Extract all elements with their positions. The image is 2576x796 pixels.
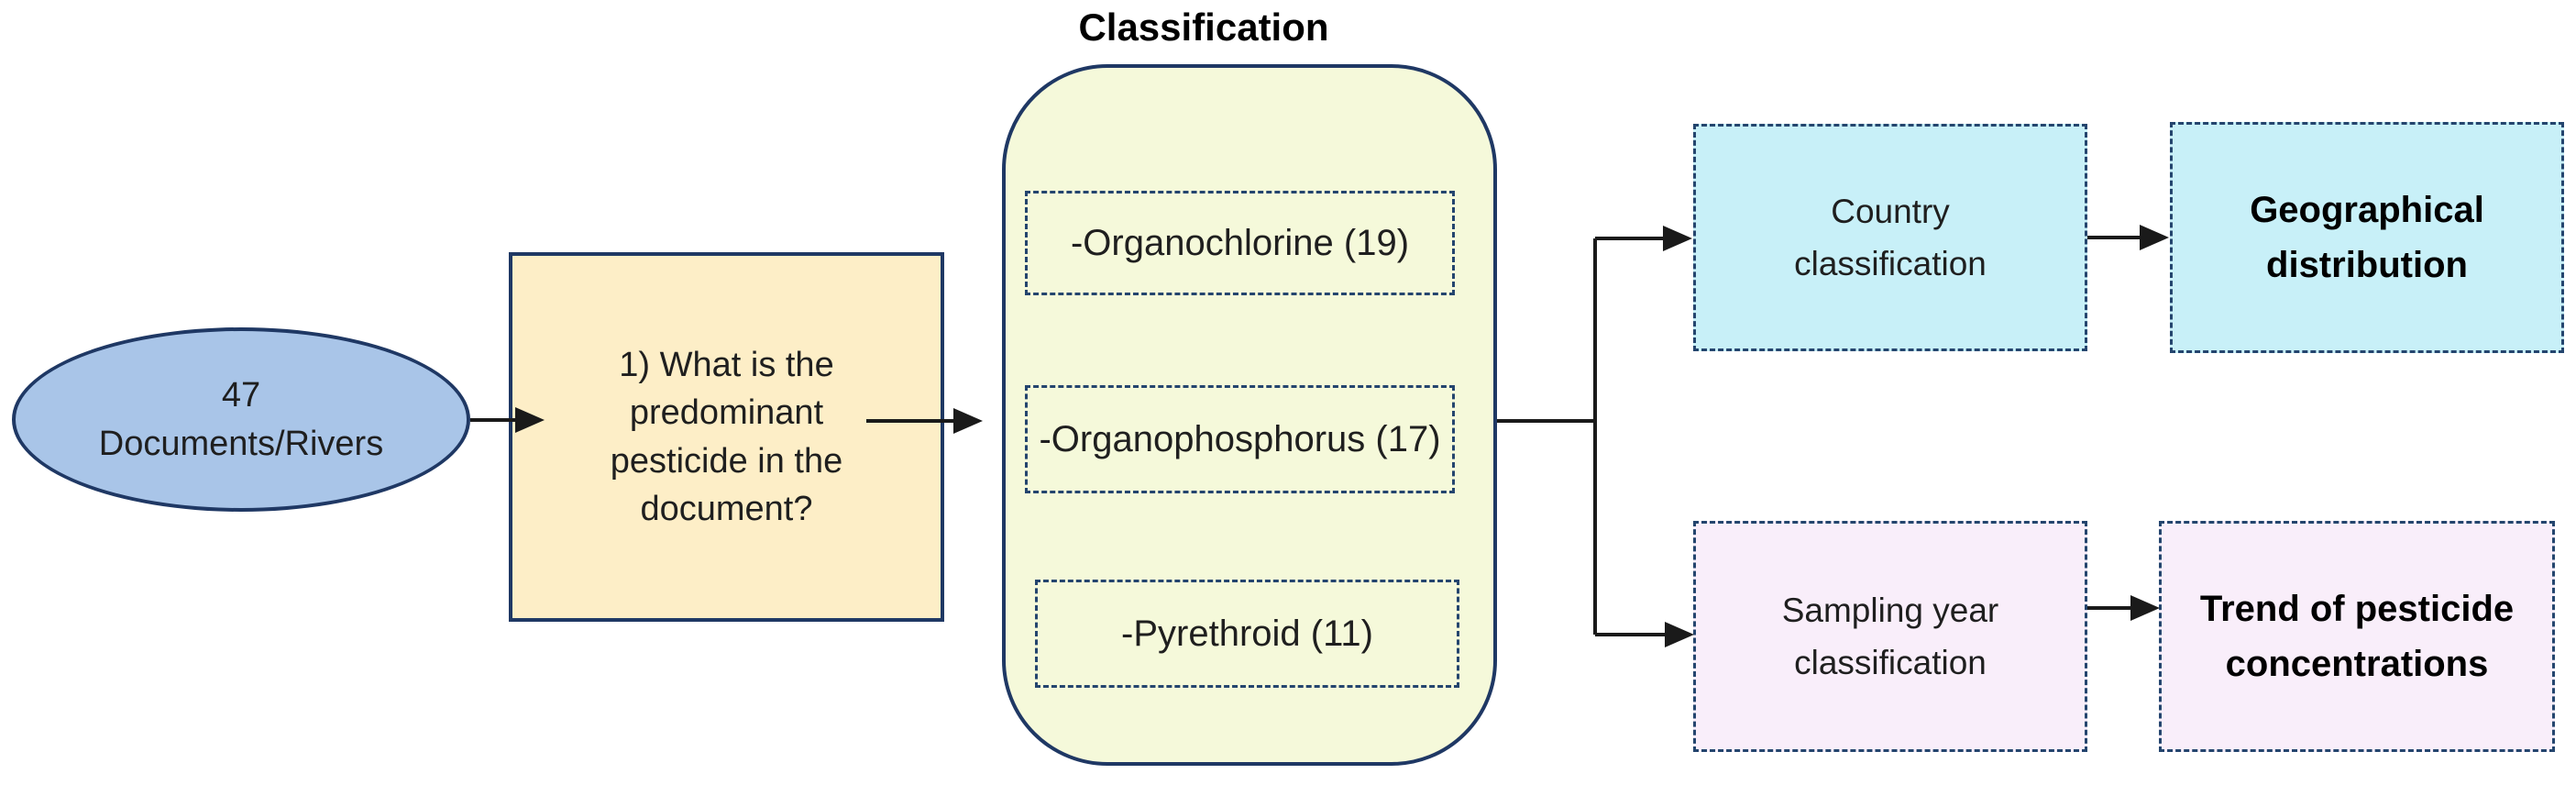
node-country-classification: Country classification — [1693, 124, 2087, 351]
classification-item-organophosphorus: -Organophosphorus (17) — [1025, 385, 1455, 493]
node-question: 1) What is the predominant pesticide in … — [509, 252, 944, 622]
sampling-year-line: classification — [1794, 644, 1987, 681]
trend-concentrations-line: concentrations — [2225, 644, 2489, 684]
question-line: document? — [640, 489, 813, 528]
sampling-year-line: Sampling year — [1781, 591, 1999, 629]
classification-item-organochlorine: -Organochlorine (19) — [1025, 191, 1455, 295]
arrow-year-to-trend — [2087, 595, 2160, 621]
arrow-country-to-geographical — [2087, 225, 2169, 250]
classification-item-pyrethroid: -Pyrethroid (11) — [1035, 580, 1459, 688]
question-line: pesticide in the — [610, 441, 843, 481]
geographical-distribution-line: distribution — [2266, 245, 2468, 285]
country-classification-line: classification — [1794, 245, 1987, 282]
classification-container — [1002, 64, 1497, 766]
classification-title: Classification — [1078, 6, 1329, 49]
connector-branch-split — [1497, 226, 1694, 647]
question-line: 1) What is the — [619, 345, 834, 384]
node-geographical-distribution: Geographical distribution — [2170, 122, 2564, 353]
trend-concentrations-line: Trend of pesticide — [2199, 589, 2515, 629]
documents-count: 47 — [221, 376, 261, 415]
geographical-distribution-line: Geographical — [2250, 190, 2484, 230]
classification-item-label: -Organochlorine (19) — [1070, 222, 1410, 263]
node-sampling-year-classification: Sampling year classification — [1693, 521, 2087, 752]
classification-item-label: -Pyrethroid (11) — [1121, 613, 1373, 654]
node-documents-source: 47 Documents/Rivers — [12, 327, 470, 512]
country-classification-line: Country — [1831, 192, 1950, 230]
classification-item-label: -Organophosphorus (17) — [1039, 418, 1441, 459]
question-line: predominant — [629, 393, 824, 433]
documents-label: Documents/Rivers — [98, 424, 384, 463]
node-trend-pesticide-concentrations: Trend of pesticide concentrations — [2159, 521, 2555, 752]
